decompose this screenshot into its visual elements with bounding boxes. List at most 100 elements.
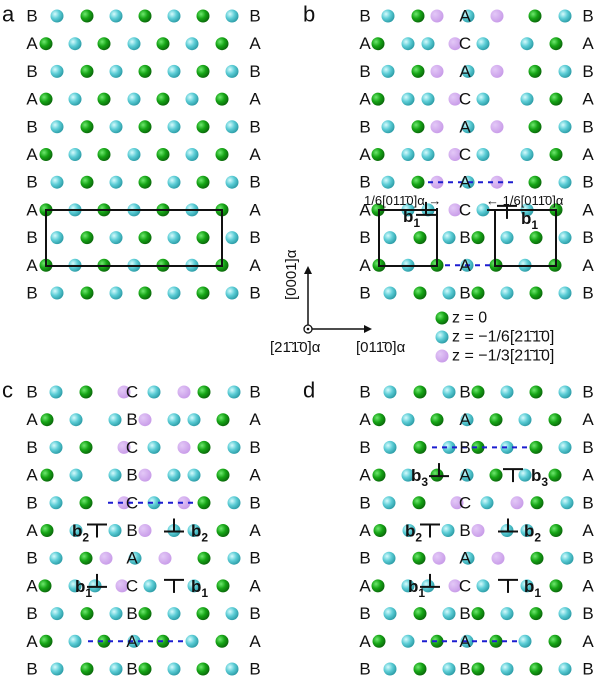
cyan-atom — [383, 231, 397, 245]
stacking-label-center: B — [459, 521, 470, 540]
stacking-label-right: B — [582, 493, 593, 512]
burgers-base: b — [405, 522, 415, 541]
cyan-atom — [225, 120, 239, 134]
stacking-label-right: A — [582, 521, 594, 540]
cyan-atom — [500, 607, 514, 621]
green-atom — [80, 120, 94, 134]
green-atom — [548, 468, 562, 482]
stacking-label-left: B — [359, 549, 370, 568]
cyan-atom — [225, 286, 239, 300]
green-atom — [216, 468, 230, 482]
burgers-vector-label: b2 — [405, 522, 422, 545]
stacking-label-right: A — [249, 410, 261, 429]
cyan-atom — [421, 148, 435, 161]
cyan-atom — [147, 385, 161, 399]
cyan-atom — [69, 413, 83, 427]
cyan-atom — [50, 662, 64, 676]
burgers-subscript: 1 — [418, 586, 425, 600]
cyan-atom — [476, 203, 490, 217]
burgers-base: b — [191, 522, 201, 541]
green-atom — [528, 120, 542, 134]
burgers-subscript: 2 — [82, 531, 89, 545]
stacking-label-left: A — [26, 410, 38, 429]
stacking-label-right: A — [249, 90, 261, 109]
green-atom — [197, 385, 211, 399]
cyan-atom — [185, 148, 199, 161]
green-atom — [215, 92, 229, 106]
stacking-label-left: A — [26, 632, 38, 651]
cyan-atom — [381, 9, 395, 23]
stacking-label-right: B — [249, 117, 260, 136]
stacking-label-center: C — [126, 383, 138, 402]
stacking-label-left: B — [359, 228, 370, 247]
panel-letter-d: d — [303, 378, 315, 403]
legend-label: z = −1/3[21̄1̄0] — [452, 348, 554, 365]
cyan-atom — [49, 385, 63, 399]
stacking-label-left: A — [359, 145, 371, 164]
cyan-atom — [520, 37, 534, 51]
green-atom — [413, 662, 427, 676]
burgers-vector-label: b3 — [411, 466, 428, 489]
stacking-label-left: B — [26, 173, 37, 192]
burgers-subscript: 2 — [201, 531, 208, 545]
stacking-label-right: A — [582, 632, 594, 651]
cyan-atom — [109, 175, 123, 189]
stacking-label-right: A — [249, 466, 261, 485]
cyan-atom — [401, 468, 415, 482]
stacking-label-left: B — [359, 660, 370, 679]
purple-atom — [430, 9, 444, 23]
stacking-label-left: A — [359, 466, 371, 485]
cyan-atom — [227, 496, 241, 510]
stacking-label-right: B — [582, 438, 593, 457]
cyan-atom — [185, 634, 199, 648]
cyan-atom — [518, 413, 532, 427]
green-atom — [471, 607, 485, 621]
burgers-subscript: 2 — [534, 531, 541, 545]
cyan-atom — [108, 468, 122, 482]
purple-atom — [138, 524, 152, 537]
stacking-label-center: B — [459, 604, 470, 623]
stacking-label-right: B — [582, 62, 593, 81]
purple-atom — [99, 551, 113, 565]
cyan-atom — [68, 634, 82, 648]
stacking-label-center: A — [459, 256, 471, 275]
cyan-atom — [382, 496, 396, 510]
stacking-label-left: B — [26, 493, 37, 512]
stacking-label-center: C — [126, 576, 138, 595]
cyan-atom — [500, 231, 514, 245]
legend-label: z = −1/6[21̄1̄0] — [452, 329, 554, 346]
green-atom — [138, 64, 152, 78]
green-atom — [80, 9, 94, 23]
burgers-vector-label: b1 — [403, 207, 420, 230]
cyan-atom — [167, 9, 181, 23]
purple-atom — [490, 9, 504, 23]
cyan-atom — [421, 92, 435, 106]
stacking-label-left: A — [26, 90, 38, 109]
green-atom — [371, 37, 385, 51]
stacking-label-right: A — [249, 632, 261, 651]
stacking-label-center: B — [459, 228, 470, 247]
cyan-atom — [109, 64, 123, 78]
out-of-plane-dot-icon — [306, 327, 310, 331]
green-atom — [548, 634, 562, 648]
burgers-base: b — [408, 577, 418, 596]
stacking-label-left: B — [359, 604, 370, 623]
arrowhead-icon — [364, 325, 372, 333]
cyan-atom — [167, 413, 181, 427]
purple-atom — [510, 496, 524, 510]
stacking-label-center: A — [459, 410, 471, 429]
stacking-label-left: B — [26, 117, 37, 136]
purple-atom — [490, 175, 504, 189]
stacking-label-center: A — [459, 173, 471, 192]
cyan-atom — [225, 64, 239, 78]
cyan-atom — [225, 662, 239, 676]
cyan-atom — [147, 496, 161, 510]
stacking-label-left: A — [359, 410, 371, 429]
green-atom — [39, 634, 53, 648]
cyan-atom — [476, 579, 490, 593]
stacking-label-right: B — [249, 173, 260, 192]
cyan-atom — [108, 413, 122, 427]
green-atom — [528, 9, 542, 23]
burgers-base: b — [411, 466, 421, 485]
cyan-atom — [68, 37, 82, 51]
